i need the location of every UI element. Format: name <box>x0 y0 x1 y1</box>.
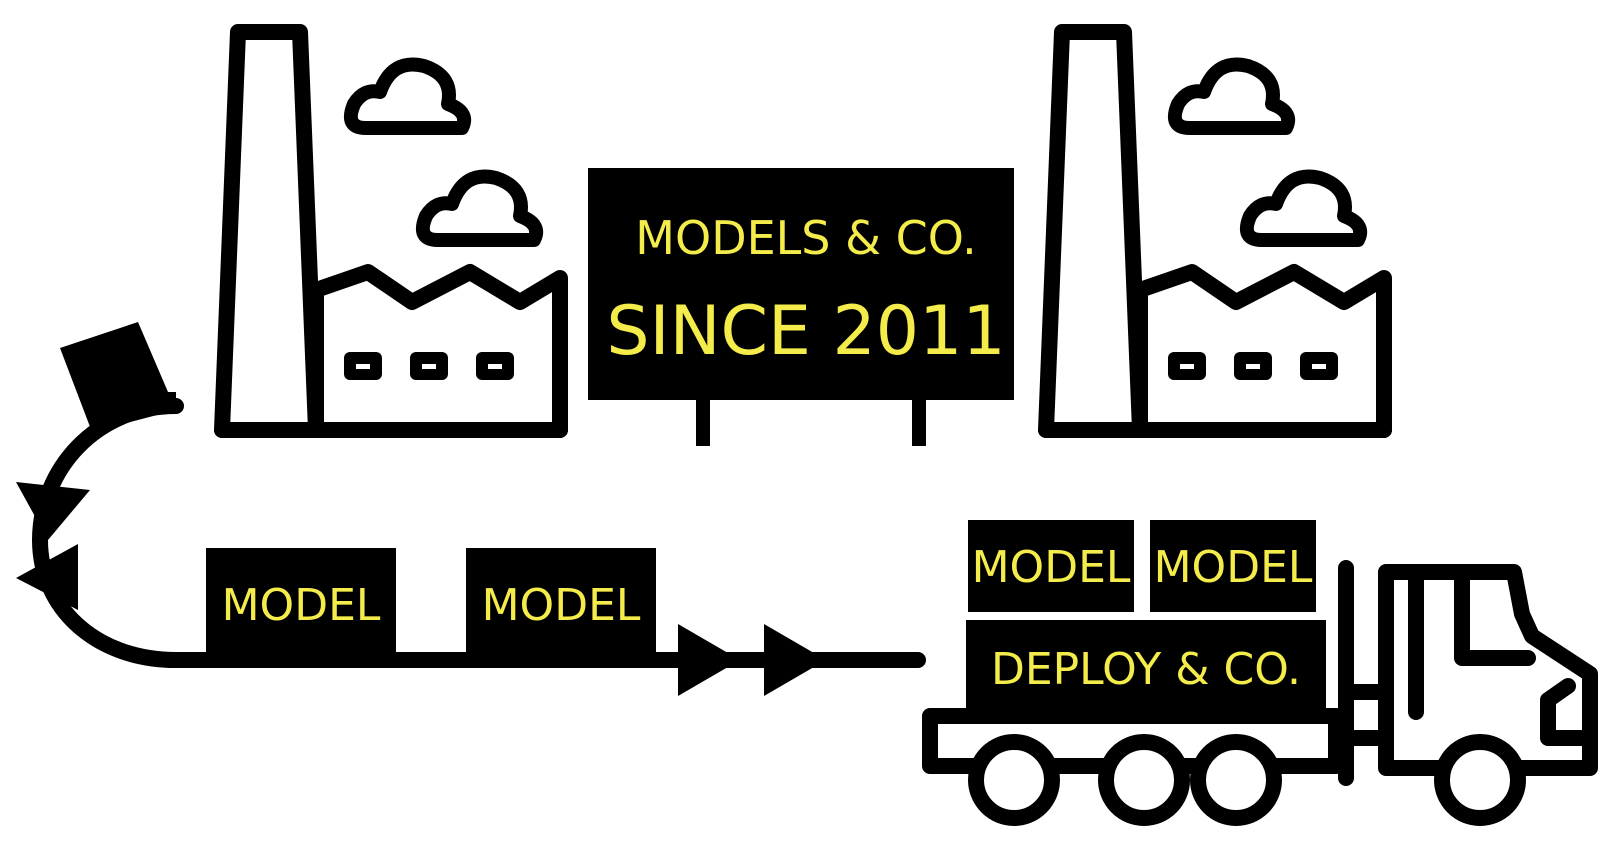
model-box-label: MODEL <box>482 580 641 631</box>
wheel-icon <box>1098 734 1190 826</box>
sign-post-left <box>696 398 710 446</box>
arrow-icon <box>16 544 78 610</box>
model-box-label: MODEL <box>222 580 381 631</box>
model-box <box>206 548 396 652</box>
wheel-icon <box>1190 734 1282 826</box>
sign-line-2: SINCE 2011 <box>606 292 1005 371</box>
right-factory-chimney <box>1038 24 1148 438</box>
cloud-icon <box>416 169 544 247</box>
sign-line-1: MODELS & CO. <box>635 211 976 265</box>
cargo-model-box <box>968 520 1134 612</box>
arrow-icon <box>764 624 826 696</box>
left-factory-chimney <box>214 24 324 438</box>
right-factory-building <box>1132 264 1392 438</box>
cloud-icon <box>1240 169 1368 247</box>
conveyor-line <box>32 398 926 668</box>
cloud-icon <box>1168 57 1296 135</box>
right-factory-icon <box>1038 24 1392 438</box>
company-sign: MODELS & CO. SINCE 2011 <box>588 168 1014 446</box>
truck-icon: MODEL MODEL DEPLOY & CO. <box>922 520 1598 826</box>
right-factory-windows <box>1168 352 1338 380</box>
truck-cab <box>1378 564 1598 776</box>
cargo-label-left: MODEL <box>972 542 1131 593</box>
cargo-label-bottom: DEPLOY & CO. <box>991 644 1301 695</box>
cloud-icon <box>344 57 472 135</box>
sign-board <box>588 168 1014 400</box>
left-factory-icon <box>214 24 568 438</box>
truck-window <box>1454 572 1536 666</box>
model-box <box>466 548 656 652</box>
arrow-icon <box>16 482 90 540</box>
cargo-deploy-box <box>966 620 1326 714</box>
cargo-label-right: MODEL <box>1154 542 1313 593</box>
left-factory-building <box>308 264 568 438</box>
sign-post-right <box>912 398 926 446</box>
arrow-icon <box>678 624 740 696</box>
truck-trailer-bed <box>922 708 1344 774</box>
wheel-icon <box>968 734 1060 826</box>
truck-headlight <box>1540 678 1598 746</box>
wheel-icon <box>1434 734 1526 826</box>
conveyor-path: MODEL MODEL <box>16 398 926 696</box>
left-factory-windows <box>344 352 514 380</box>
cargo-model-box <box>1150 520 1316 612</box>
